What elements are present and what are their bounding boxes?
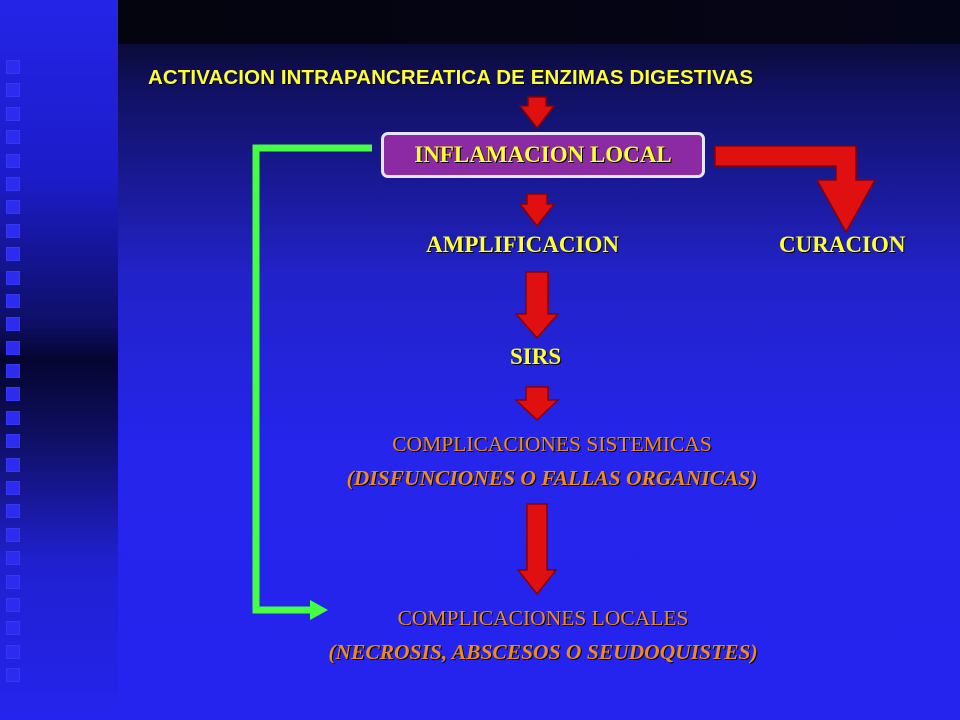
slide-title: ACTIVACION INTRAPANCREATICA DE ENZIMAS D…	[148, 66, 754, 89]
decorative-square	[6, 270, 20, 285]
inflamacion-local-label: INFLAMACION LOCAL	[414, 142, 672, 167]
arrow-systemic-to-local	[516, 503, 558, 596]
decorative-square	[6, 457, 20, 472]
curacion-label: CURACION	[779, 232, 906, 257]
decorative-square	[6, 106, 20, 121]
decorative-square	[6, 597, 20, 612]
local-complications-heading: COMPLICACIONES LOCALES	[397, 606, 689, 630]
decorative-square	[6, 387, 20, 402]
decorative-square	[6, 504, 20, 519]
local-complications-detail: (NECROSIS, ABSCESOS O SEUDOQUISTES)	[328, 640, 758, 664]
arrow-sirs-to-systemic	[514, 386, 560, 422]
green-connector-line	[252, 144, 372, 614]
decorative-square-column	[6, 60, 20, 692]
decorative-square	[6, 176, 20, 191]
top-dark-bar	[118, 0, 960, 44]
decorative-square	[6, 364, 20, 379]
decorative-square	[6, 668, 20, 683]
inflamacion-local-box: INFLAMACION LOCAL	[381, 132, 705, 178]
green-connector-arrowhead	[310, 600, 328, 620]
decorative-square	[6, 644, 20, 659]
decorative-square	[6, 317, 20, 332]
decorative-square	[6, 293, 20, 308]
decorative-square	[6, 621, 20, 636]
arrow-box-to-amplificacion	[518, 193, 556, 228]
decorative-square	[6, 247, 20, 262]
amplificacion-label: AMPLIFICACION	[426, 232, 619, 257]
decorative-square	[6, 551, 20, 566]
decorative-square	[6, 340, 20, 355]
decorative-square	[6, 223, 20, 238]
decorative-square	[6, 130, 20, 145]
decorative-square	[6, 434, 20, 449]
decorative-square	[6, 200, 20, 215]
decorative-square	[6, 153, 20, 168]
decorative-square	[6, 60, 20, 74]
arrow-amplificacion-to-sirs	[514, 271, 560, 340]
curacion-elbow-arrow	[714, 145, 877, 234]
decorative-square	[6, 410, 20, 425]
sirs-label: SIRS	[510, 344, 562, 369]
decorative-square	[6, 574, 20, 589]
systemic-complications-detail: (DISFUNCIONES O FALLAS ORGANICAS)	[346, 466, 758, 490]
decorative-square	[6, 481, 20, 496]
decorative-square	[6, 527, 20, 542]
decorative-square	[6, 83, 20, 98]
systemic-complications-heading: COMPLICACIONES SISTEMICAS	[392, 432, 712, 456]
arrow-title-to-box	[518, 96, 556, 130]
